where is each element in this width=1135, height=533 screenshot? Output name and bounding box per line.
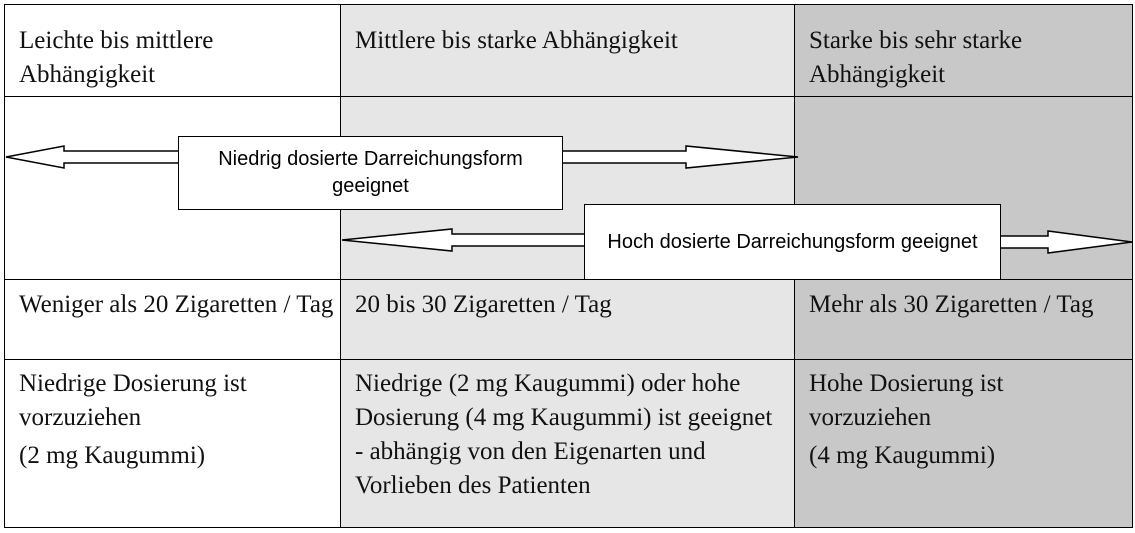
column-light [5,5,340,527]
low-dose-label: Niedrig dosierte Darreichungsform geeign… [178,136,563,210]
dependency-table: Leichte bis mittlere Abhängigkeit Mittle… [4,4,1133,528]
dosage-light-amount: (2 mg Kaugummi) [19,442,206,469]
low-dose-arrow-right-icon [561,145,799,169]
high-dose-arrow-left-icon [341,228,586,252]
dosage-medium: Niedrige (2 mg Kaugummi) oder hohe Dosie… [355,370,773,499]
header-medium-dependency: Mittlere bis starke Abhängigkeit [355,27,678,54]
cigarettes-medium: 20 bis 30 Zigaretten / Tag [355,291,612,318]
dosage-strong-text: Hohe Dosierung ist vorzuziehen [809,370,1004,431]
dosage-strong-amount: (4 mg Kaugummi) [809,442,996,469]
row-divider [5,96,1132,97]
row-divider [5,279,1132,280]
high-dose-arrow-right-icon [999,230,1133,254]
header-light-dependency: Leichte bis mittlere Abhängigkeit [19,27,214,88]
dosage-strong: Hohe Dosierung ist vorzuziehen (4 mg Kau… [809,367,1109,473]
cigarettes-strong: Mehr als 30 Zigaretten / Tag [809,291,1094,318]
row-divider [5,359,1132,360]
dosage-light-text: Niedrige Dosierung ist vorzuziehen [19,370,247,431]
header-strong-dependency: Starke bis sehr starke Abhängigkeit [809,27,1023,88]
low-dose-arrow-left-icon [5,145,181,169]
high-dose-label: Hoch dosierte Darreichungsform geeignet [584,204,1001,280]
cigarettes-light: Weniger als 20 Zigaretten / Tag [19,291,334,318]
dosage-light: Niedrige Dosierung ist vorzuziehen (2 mg… [19,367,329,473]
